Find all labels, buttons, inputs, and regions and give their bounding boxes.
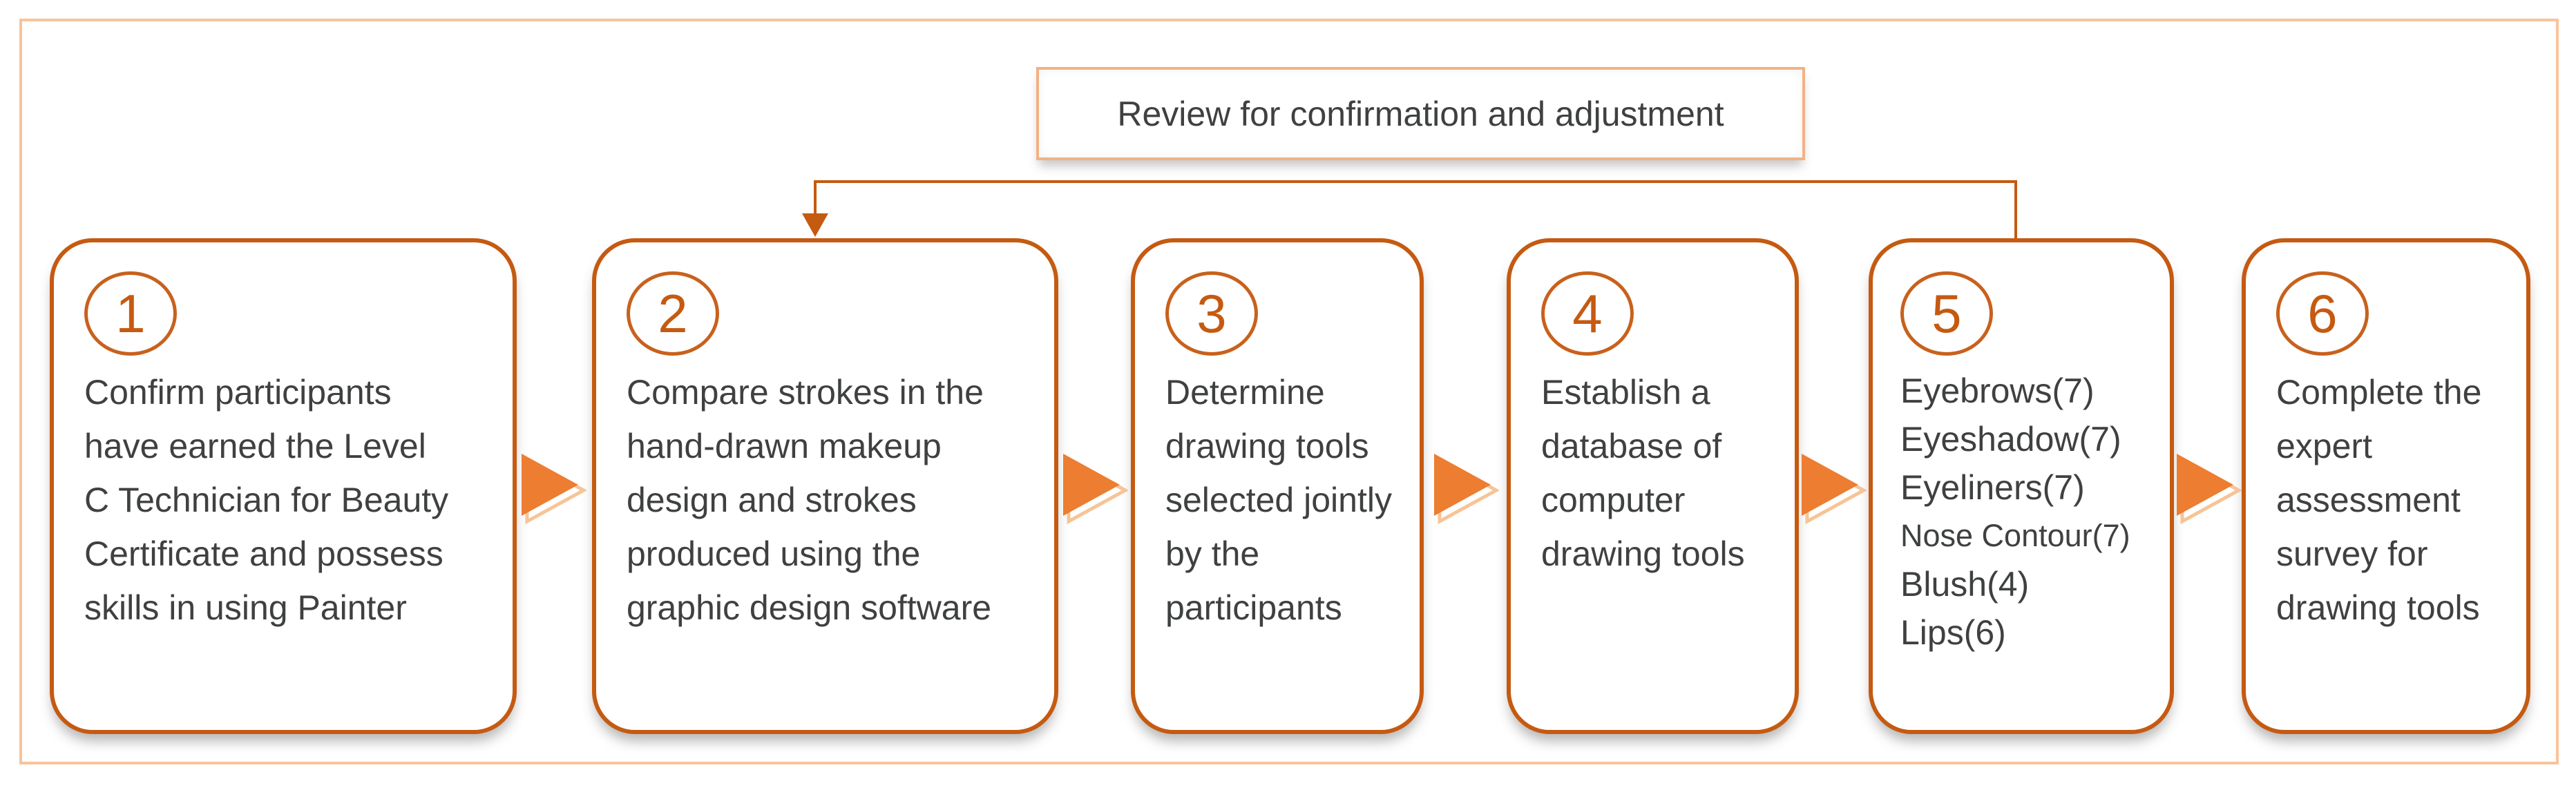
flow-arrow-2-icon (1063, 454, 1128, 524)
step-2-number: 2 (658, 283, 688, 344)
step-6-number-circle: 6 (2276, 271, 2369, 356)
step-5-number: 5 (1931, 283, 1962, 344)
step-4-number-circle: 4 (1541, 271, 1634, 356)
step-6-number: 6 (2307, 283, 2338, 344)
step-3-text: Determine drawing tools selected jointly… (1165, 373, 1392, 627)
step-box-5: 5 Eyebrows(7) Eyeshadow(7) Eyeliners(7) … (1869, 238, 2174, 734)
step-box-3: 3 Determine drawing tools selected joint… (1131, 238, 1424, 734)
outer-frame-border (19, 19, 2559, 764)
flow-arrow-3-icon (1434, 454, 1499, 524)
step-box-1: 1 Confirm participants have earned the L… (50, 238, 517, 734)
flow-arrow-4-icon (1802, 454, 1867, 524)
step-1-number: 1 (115, 283, 146, 344)
list-item-nose-contour: Nose Contour(7) (1900, 518, 2130, 553)
flow-arrow-1-icon (522, 454, 586, 524)
flow-arrow-5-icon (2177, 454, 2242, 524)
step-6-text: Complete the expert assessment survey fo… (2276, 373, 2482, 627)
list-item-eyeliners: Eyeliners(7) (1900, 468, 2085, 507)
feedback-connector-right-segment (2014, 180, 2017, 240)
feedback-connector-horizontal-line (815, 180, 2017, 183)
feedback-arrowhead-down-icon (802, 213, 828, 237)
step-4-text: Establish a database of computer drawing… (1541, 373, 1745, 573)
step-5-tool-list: Eyebrows(7) Eyeshadow(7) Eyeliners(7) No… (1900, 367, 2146, 657)
review-label: Review for confirmation and adjustment (1117, 94, 1724, 133)
step-3-number-circle: 3 (1165, 271, 1258, 356)
step-2-number-circle: 2 (627, 271, 719, 356)
list-item-eyebrows: Eyebrows(7) (1900, 372, 2095, 410)
review-label-box: Review for confirmation and adjustment (1036, 67, 1805, 160)
step-box-6: 6 Complete the expert assessment survey … (2242, 238, 2530, 734)
list-item-lips: Lips(6) (1900, 613, 2006, 652)
list-item-blush: Blush(4) (1900, 565, 2030, 604)
list-item-eyeshadow: Eyeshadow(7) (1900, 420, 2121, 459)
step-4-number: 4 (1572, 283, 1603, 344)
step-3-number: 3 (1196, 283, 1227, 344)
step-1-text: Confirm participants have earned the Lev… (84, 373, 449, 627)
step-box-2: 2 Compare strokes in the hand-drawn make… (592, 238, 1058, 734)
step-1-number-circle: 1 (84, 271, 177, 356)
step-5-number-circle: 5 (1900, 271, 1993, 356)
step-box-4: 4 Establish a database of computer drawi… (1507, 238, 1799, 734)
step-2-text: Compare strokes in the hand-drawn makeup… (627, 373, 992, 627)
feedback-connector-left-segment (814, 180, 817, 216)
